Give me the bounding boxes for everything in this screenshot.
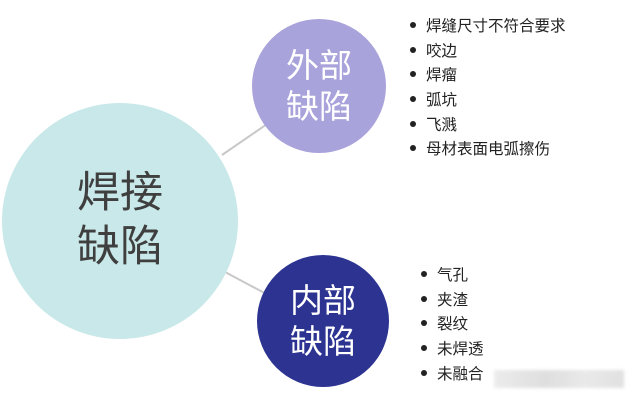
list-item: 弧坑 [410, 87, 566, 112]
bullet-icon [421, 369, 427, 376]
center-node-welding-defects: 焊接 缺陷 [2, 103, 238, 339]
external-node-label: 外部 缺陷 [286, 45, 352, 126]
bullet-icon [410, 46, 416, 53]
list-item: 母材表面电弧擦伤 [410, 136, 566, 161]
list-item: 夹渣 [421, 287, 484, 312]
list-item: 飞溅 [410, 111, 566, 136]
connector-center-external [221, 121, 271, 156]
list-item: 未焊透 [421, 336, 484, 361]
blurred-watermark [494, 370, 624, 388]
bullet-icon [410, 71, 416, 78]
bullet-icon [410, 120, 416, 127]
bullet-icon [421, 295, 427, 302]
center-node-label: 焊接 缺陷 [77, 168, 163, 272]
internal-defects-list: 气孔 夹渣 裂纹 未焊透 未融合 [421, 262, 484, 385]
node-internal-defects: 内部 缺陷 [257, 255, 389, 387]
external-defects-list: 焊缝尺寸不符合要求 咬边 焊瘤 弧坑 飞溅 母材表面电弧擦伤 [410, 13, 566, 161]
bullet-icon [421, 320, 427, 327]
list-item: 未融合 [421, 360, 484, 385]
list-item: 裂纹 [421, 311, 484, 336]
bullet-icon [421, 345, 427, 352]
list-item: 咬边 [410, 38, 566, 63]
list-item: 气孔 [421, 262, 484, 287]
list-item: 焊缝尺寸不符合要求 [410, 13, 566, 38]
bullet-icon [410, 145, 416, 152]
bullet-icon [421, 271, 427, 278]
bullet-icon [410, 22, 416, 29]
node-external-defects: 外部 缺陷 [252, 19, 386, 153]
list-item: 焊瘤 [410, 62, 566, 87]
bullet-icon [410, 96, 416, 103]
internal-node-label: 内部 缺陷 [290, 280, 356, 361]
